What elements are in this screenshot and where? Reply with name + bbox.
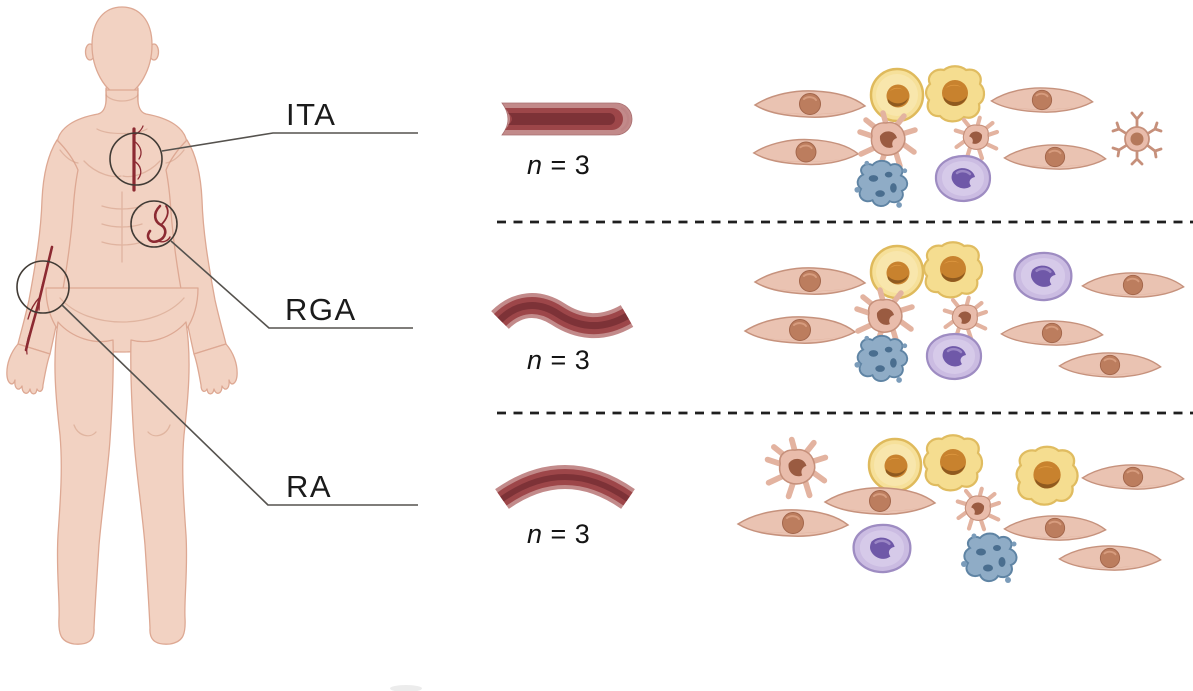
- body-arm-left: [17, 139, 79, 355]
- cell-macrophage: [768, 440, 826, 497]
- cell-yellow-round: [867, 437, 923, 493]
- n-value: = 3: [542, 345, 591, 375]
- cell-blue: [853, 159, 909, 209]
- cell-spindle: [1003, 143, 1107, 171]
- body-hand-right: [193, 343, 238, 395]
- cell-spindle: [1058, 351, 1162, 379]
- vessel-ita-straight: [501, 102, 633, 136]
- cell-spindle: [752, 138, 860, 166]
- cell-blue: [960, 532, 1018, 584]
- cell-spindle: [754, 89, 866, 119]
- cell-yellow-irregular: [922, 434, 984, 492]
- body-hand-left: [6, 343, 51, 395]
- cell-yellow-round: [869, 67, 925, 123]
- cell-macrophage: [860, 113, 915, 167]
- cell-spindle: [754, 266, 866, 296]
- leader-line-ita: [161, 132, 418, 152]
- cell-yellow-irregular: [924, 65, 986, 123]
- body-pelvis: [45, 287, 199, 353]
- cell-spindle: [1081, 271, 1185, 299]
- artery-ita-sketch: [132, 125, 144, 192]
- vessel-ra-arc: [495, 465, 635, 510]
- leader-line-rga: [170, 240, 413, 329]
- site-circle-ita: [109, 132, 163, 186]
- row-dividers: [497, 220, 1193, 415]
- bottom-edge-artifact: [390, 685, 422, 691]
- sample-size-ita: n = 3: [527, 152, 590, 179]
- label-ita: ITA: [286, 97, 337, 132]
- n-symbol: n: [527, 150, 543, 180]
- cell-panels: [737, 65, 1185, 584]
- body-muscle-shading: [59, 94, 185, 437]
- sample-size-rga: n = 3: [527, 347, 590, 374]
- cell-purple: [852, 523, 912, 574]
- n-symbol: n: [527, 519, 543, 549]
- cell-spindle: [1081, 463, 1185, 491]
- cell-spindle: [990, 86, 1094, 114]
- cell-macrophage: [945, 298, 986, 339]
- n-symbol: n: [527, 345, 543, 375]
- n-value: = 3: [542, 519, 591, 549]
- cell-spindle: [737, 508, 849, 538]
- cell-yellow-irregular: [922, 241, 984, 299]
- cell-purple: [1013, 251, 1073, 302]
- body-head: [91, 6, 153, 98]
- cell-spindle: [1058, 544, 1162, 572]
- cell-spindle: [1003, 514, 1107, 542]
- leader-lines: [61, 132, 418, 506]
- body-leg-right: [130, 321, 190, 645]
- cell-macrophage: [956, 118, 997, 159]
- sample-size-ra: n = 3: [527, 521, 590, 548]
- cell-macrophage: [958, 489, 999, 530]
- leader-line-ra: [61, 304, 418, 506]
- cell-blue: [853, 334, 909, 384]
- cell-spindle: [744, 315, 856, 345]
- label-rga: RGA: [285, 292, 357, 327]
- site-circles: [16, 132, 178, 314]
- cell-purple: [925, 332, 983, 381]
- label-ra: RA: [286, 469, 333, 504]
- site-circle-ra: [16, 260, 70, 314]
- cell-purple: [934, 154, 992, 203]
- cell-spindle: [1000, 319, 1104, 347]
- artery-rga-sketch: [146, 204, 171, 243]
- human-body-illustration: [6, 6, 238, 645]
- cell-spindle: [824, 486, 936, 516]
- cell-star: [1111, 111, 1163, 166]
- cell-yellow-irregular: [1015, 445, 1079, 506]
- body-arm-right: [165, 139, 227, 355]
- body-leg-left: [54, 321, 114, 645]
- vessel-rga-wavy: [491, 293, 634, 339]
- site-circle-rga: [130, 200, 178, 248]
- n-value: = 3: [542, 150, 591, 180]
